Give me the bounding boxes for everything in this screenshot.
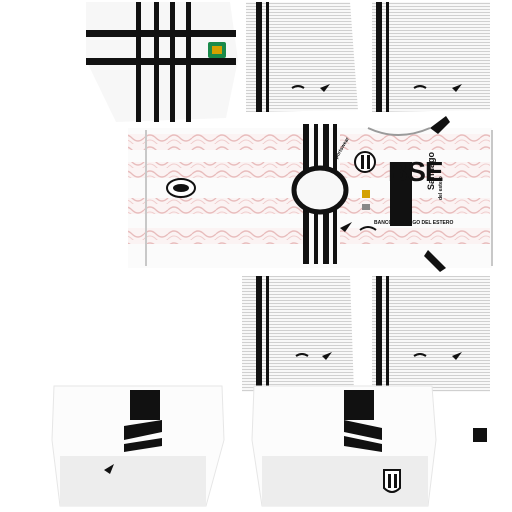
sleeve-top-right — [372, 2, 490, 112]
sponsor-brand-big: BSE — [388, 156, 444, 187]
small-badge-icon — [362, 190, 370, 210]
sleeve-top-left — [246, 2, 358, 112]
sponsor-city: Santiago — [426, 151, 436, 190]
club-crest-icon — [354, 151, 376, 173]
shorts-left — [51, 385, 225, 507]
shorts-right — [251, 385, 437, 507]
sleeve-bottom-right — [372, 276, 490, 392]
sponsor-brand-sub: BANCO SANTIAGO DEL ESTERO — [374, 220, 454, 226]
template-marker — [473, 428, 487, 442]
swoosh-logo-icon — [340, 222, 377, 232]
sponsor-logo — [390, 162, 412, 226]
back-seal-icon — [166, 178, 196, 198]
shorts-crest-icon — [383, 469, 401, 493]
sponsor-city-sub: del estero — [438, 176, 444, 200]
sleeve-bottom-left — [242, 276, 354, 392]
jersey-body — [128, 116, 493, 272]
league-badge-icon — [208, 42, 226, 58]
collar-panel — [86, 2, 238, 122]
